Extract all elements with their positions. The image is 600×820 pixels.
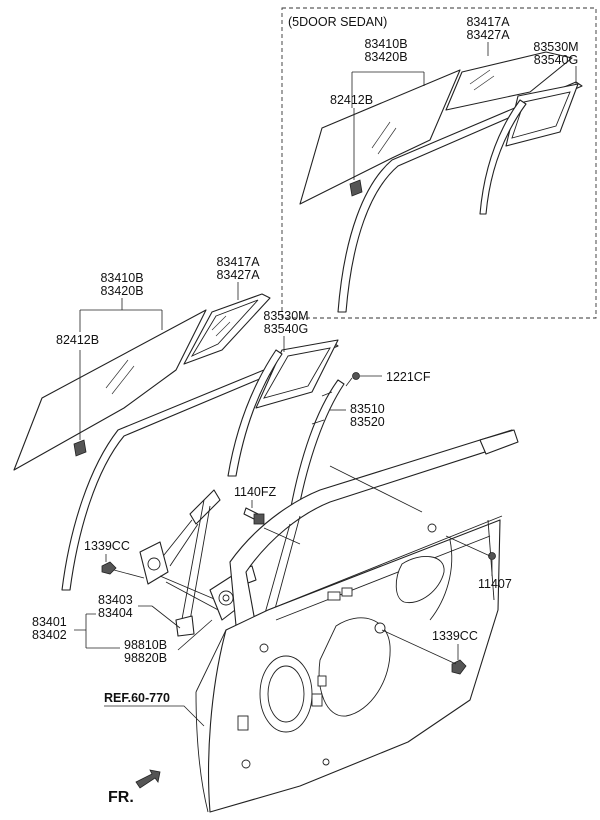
- inset-5door-sedan: (5DOOR SEDAN) 83417A 83427A 83410B 83420…: [281, 7, 597, 319]
- door-glass: [13, 309, 207, 471]
- label-front: FR.: [108, 789, 134, 806]
- label-1221cf: 1221CF: [386, 370, 431, 384]
- front-arrow-icon: [135, 769, 161, 789]
- inset-dashed-border: [281, 7, 597, 319]
- bolt-11407: [488, 552, 496, 560]
- label-83420b: 83420B: [100, 284, 143, 298]
- inset-glass-clip: [349, 179, 363, 197]
- inset-title: (5DOOR SEDAN): [288, 15, 387, 29]
- label-83401: 83401: [32, 615, 67, 629]
- inset-label-83427a: 83427A: [466, 28, 510, 42]
- inset-label-83420b: 83420B: [364, 50, 407, 64]
- label-83417a: 83417A: [216, 255, 260, 269]
- nut-1339cc-left: [101, 561, 117, 575]
- inset-label-83410b: 83410B: [364, 37, 407, 51]
- label-83403: 83403: [98, 593, 133, 607]
- label-1140fz: 1140FZ: [234, 485, 277, 499]
- rear-vertical-channel: [227, 349, 283, 477]
- run-channel: [61, 341, 339, 591]
- label-82412b: 82412B: [56, 333, 99, 347]
- rear-channel-frame: [255, 339, 339, 409]
- label-1339cc-right: 1339CC: [432, 629, 478, 643]
- label-83402: 83402: [32, 628, 67, 642]
- label-83427a: 83427A: [216, 268, 260, 282]
- inset-label-82412b: 82412B: [330, 93, 373, 107]
- bolt-1221cf: [352, 372, 360, 380]
- label-83510: 83510: [350, 402, 385, 416]
- label-98810b: 98810B: [124, 638, 167, 652]
- door-panel: [195, 429, 519, 813]
- label-83404: 83404: [98, 606, 133, 620]
- window-regulator: [139, 489, 227, 637]
- quarter-glass: [183, 293, 271, 365]
- label-98820b: 98820B: [124, 651, 167, 665]
- inset-quarter-glass: [445, 51, 573, 111]
- main-assembly: 83417A 83427A 83410B 83420B 82412B 83530…: [13, 255, 519, 813]
- inset-label-83530m: 83530M: [533, 40, 578, 54]
- label-1339cc-left: 1339CC: [84, 539, 130, 553]
- label-11407: 11407: [478, 577, 512, 591]
- inset-run-channel: [337, 81, 583, 313]
- glass-clip: [73, 439, 87, 457]
- label-83540g: 83540G: [264, 322, 308, 336]
- label-83530m: 83530M: [263, 309, 308, 323]
- inset-label-83540g: 83540G: [534, 53, 578, 67]
- label-83520: 83520: [350, 415, 385, 429]
- label-ref-60-770: REF.60-770: [104, 691, 170, 705]
- inset-center-channel: [479, 99, 527, 215]
- inset-label-83417a: 83417A: [466, 15, 510, 29]
- label-83410b: 83410B: [100, 271, 143, 285]
